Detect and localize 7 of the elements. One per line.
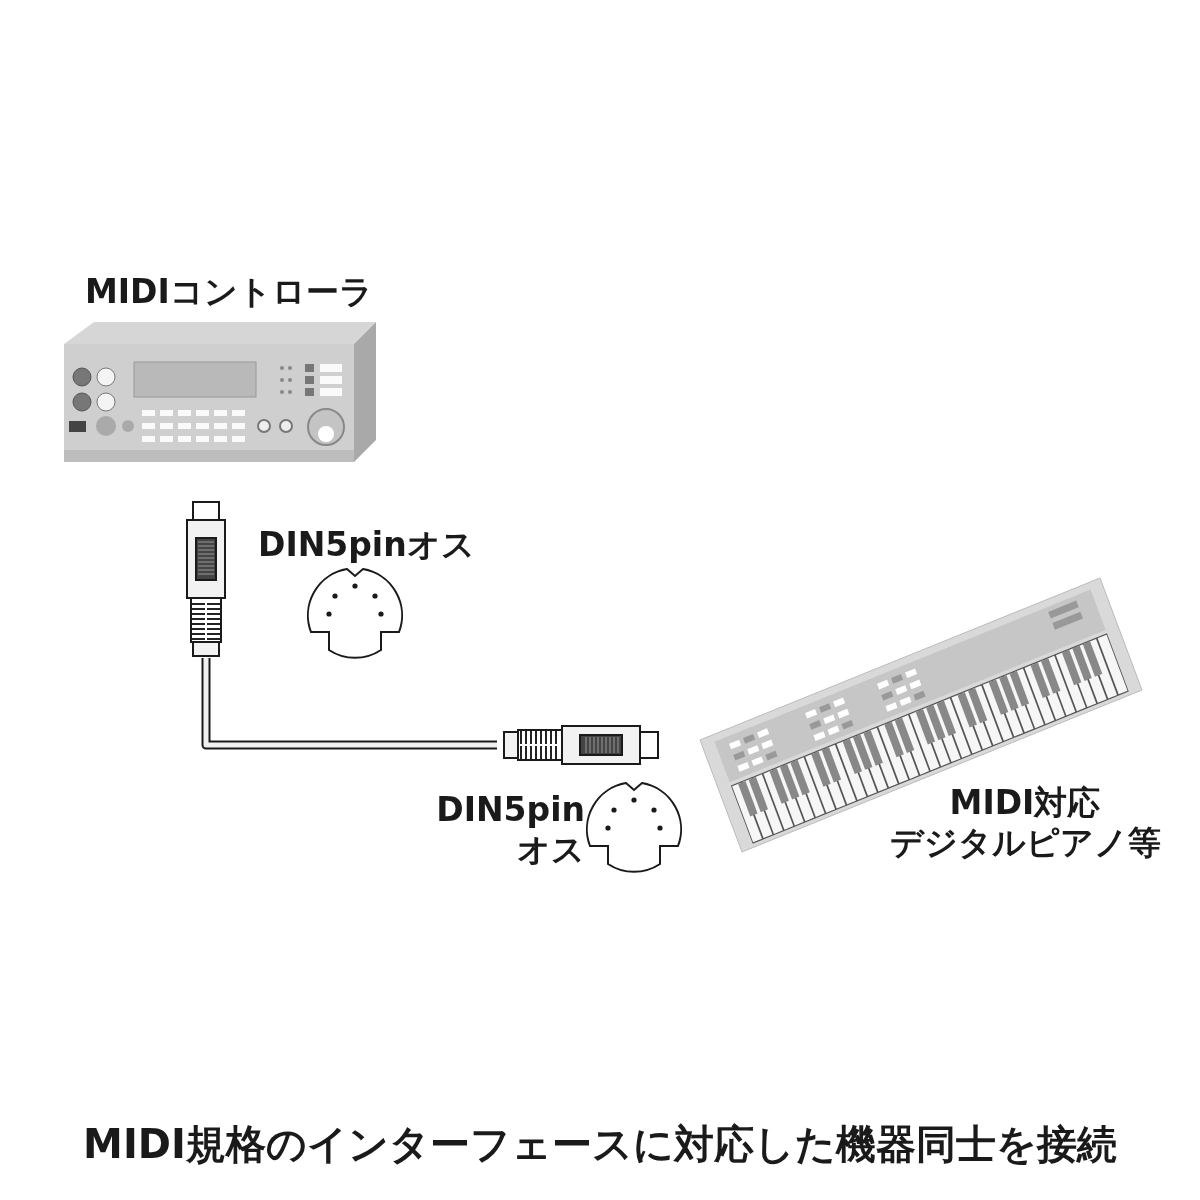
- device-label: MIDI対応: [948, 783, 1102, 823]
- cable: [201, 658, 497, 750]
- connector-label: DIN5pinオス: [258, 525, 476, 565]
- caption: MIDI規格のインターフェースに対応した機器同士を接続: [82, 1120, 1118, 1168]
- connector-label: DIN5pin オス: [435, 790, 585, 870]
- device-label: MIDIコントローラ: [85, 272, 373, 312]
- device-label: デジタルピアノ等: [888, 823, 1162, 863]
